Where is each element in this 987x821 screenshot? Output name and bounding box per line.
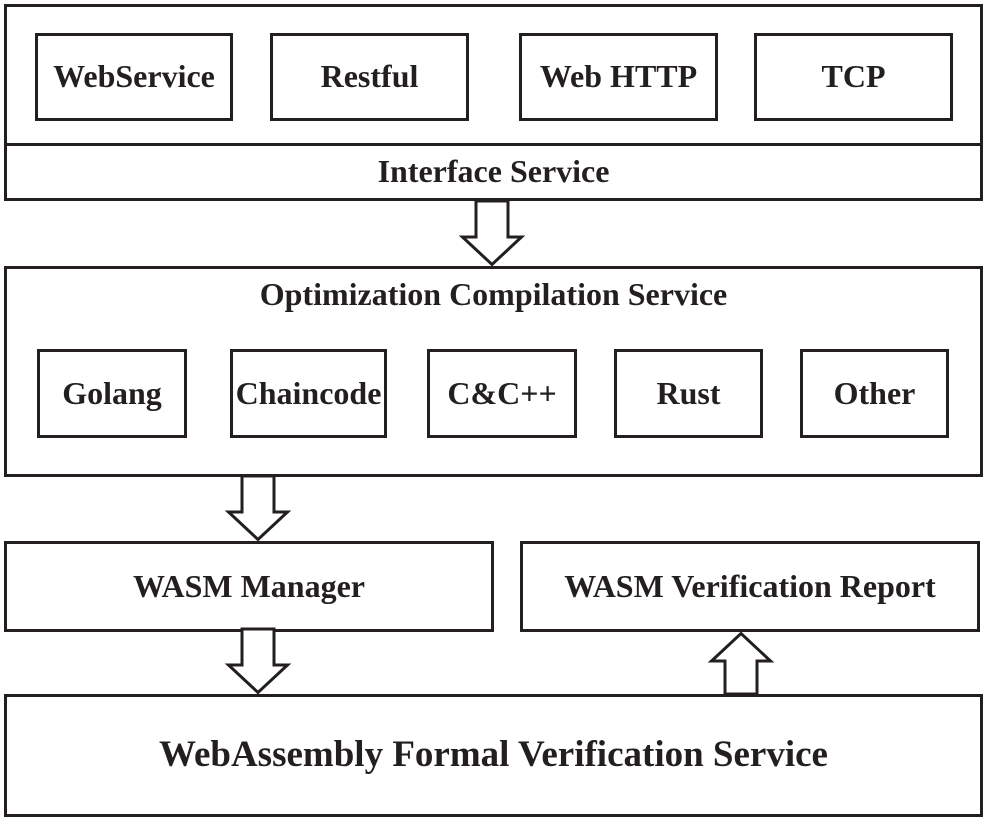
wasm-verification-report-box: WASM Verification Report (520, 541, 980, 632)
protocol-label-webservice: WebService (53, 58, 215, 95)
wasm-verification-report-label: WASM Verification Report (564, 567, 936, 604)
wasm-manager-label: WASM Manager (133, 567, 365, 604)
language-box-golang: Golang (37, 349, 187, 438)
language-label-golang: Golang (62, 374, 162, 411)
interface-layer-container: WebService Restful Web HTTP TCP (4, 4, 983, 146)
protocol-label-restful: Restful (320, 58, 419, 95)
language-box-rust: Rust (614, 349, 763, 438)
verification-service-box: WebAssembly Formal Verification Service (4, 694, 983, 817)
arrow-interface-to-compilation (458, 199, 526, 267)
language-label-other: Other (833, 374, 916, 411)
language-box-chaincode: Chaincode (230, 349, 387, 438)
wasm-manager-box: WASM Manager (4, 541, 494, 632)
language-label-chaincode: Chaincode (235, 374, 382, 411)
interface-service-label: Interface Service (377, 153, 610, 190)
language-box-c-and-cpp: C&C++ (427, 349, 577, 438)
interface-service-band: Interface Service (4, 143, 983, 201)
protocol-label-tcp: TCP (821, 58, 886, 95)
arrow-wasm-manager-to-verification-service (224, 627, 292, 695)
language-label-rust: Rust (656, 374, 721, 411)
protocol-box-web-http: Web HTTP (519, 33, 718, 121)
compilation-service-title: Optimization Compilation Service (259, 276, 728, 312)
protocol-label-web-http: Web HTTP (539, 58, 698, 95)
protocol-box-webservice: WebService (35, 33, 233, 121)
arrow-compilation-to-wasm-manager (224, 474, 292, 542)
protocol-box-restful: Restful (270, 33, 469, 121)
protocol-box-tcp: TCP (754, 33, 953, 121)
arrow-verification-service-to-report (707, 631, 775, 696)
language-box-other: Other (800, 349, 949, 438)
language-label-c-and-cpp: C&C++ (447, 374, 557, 411)
verification-service-label: WebAssembly Formal Verification Service (159, 734, 828, 776)
